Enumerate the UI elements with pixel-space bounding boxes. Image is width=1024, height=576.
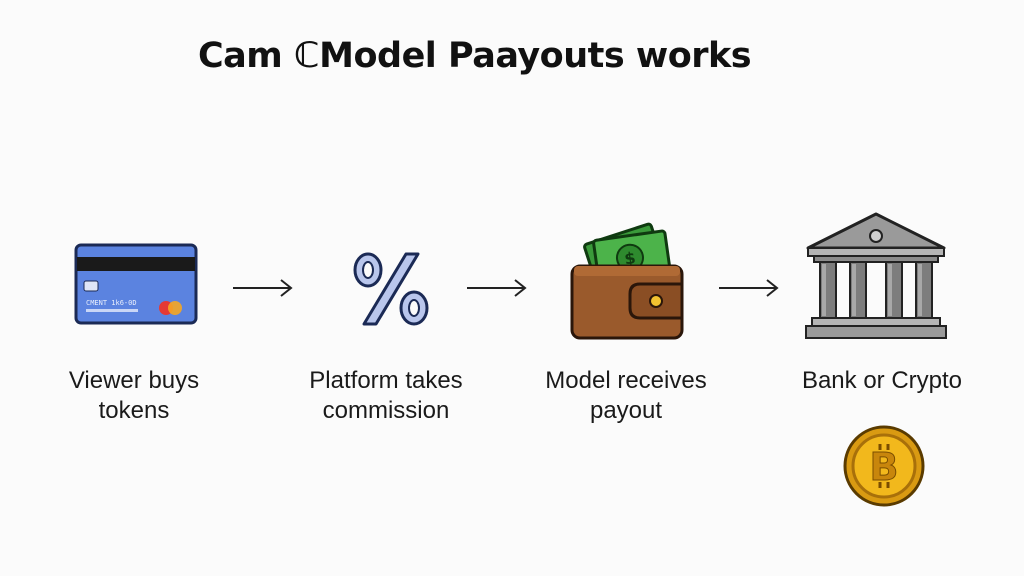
label-line: payout [589,397,663,424]
arrow-right-icon [467,279,527,297]
svg-text:$: $ [623,248,637,268]
credit-card-icon: CMENT 1k6-0D [74,243,198,325]
percent-icon [353,252,429,326]
step-label-platform: Platform takes commission [276,366,496,426]
label-line: tokens [98,397,170,424]
diagram-title: Cam ℂModel Paayouts works [198,36,752,76]
bitcoin-coin-icon: B [843,425,925,507]
step-label-bank: Bank or Crypto [772,366,992,396]
step-label-model: Model receives payout [516,366,736,426]
label-line: Model receives [545,367,707,394]
wallet-cash-icon: $ [570,222,684,340]
svg-text:B: B [870,445,899,489]
card-number-text: CMENT 1k6-0D [86,299,137,307]
label-line: Viewer buys [68,367,200,394]
step-label-viewer: Viewer buys tokens [24,366,244,426]
label-line: Platform takes [309,367,463,394]
label-line: commission [322,397,450,424]
arrow-right-icon [233,279,293,297]
bank-icon [805,212,947,339]
arrow-right-icon [719,279,779,297]
label-line: Bank or Crypto [801,367,963,394]
